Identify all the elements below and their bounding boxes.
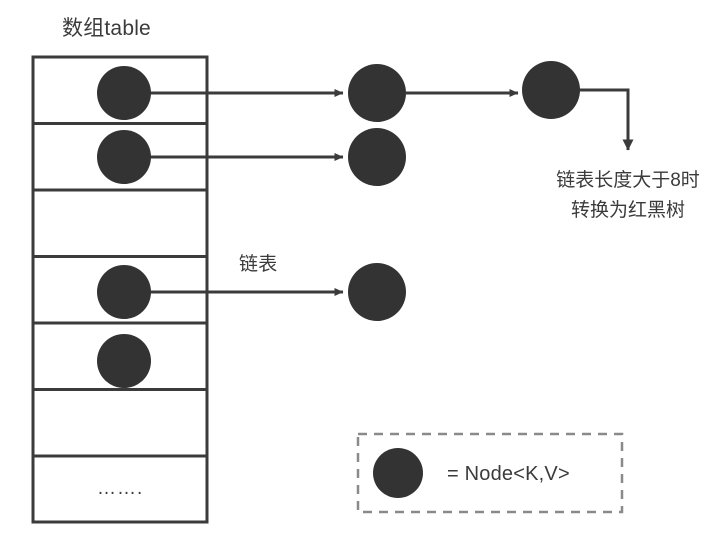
chain-row-0-links xyxy=(406,88,634,151)
bucket-connectors xyxy=(146,89,344,296)
array-cell-dots: ……. xyxy=(97,478,144,499)
node-circle xyxy=(97,130,151,184)
node-circle xyxy=(348,263,406,321)
node-circle xyxy=(348,128,406,186)
chain-nodes xyxy=(348,61,580,321)
node-circle xyxy=(97,265,151,319)
treeify-elbow-arrow xyxy=(577,88,634,151)
legend-label: = Node<K,V> xyxy=(447,463,570,485)
array-bucket-nodes xyxy=(97,66,151,388)
page-title: 数组table xyxy=(62,17,151,40)
linked-list-label: 链表 xyxy=(239,254,278,275)
node-circle xyxy=(97,334,151,388)
treeify-note-line-2: 转换为红黑树 xyxy=(570,200,685,221)
legend-box xyxy=(356,432,624,514)
node-circle xyxy=(348,64,406,122)
legend-node-circle xyxy=(373,448,423,498)
node-circle xyxy=(522,61,580,119)
node-circle xyxy=(97,66,151,120)
treeify-note-line-1: 链表长度大于8时 xyxy=(556,170,700,191)
